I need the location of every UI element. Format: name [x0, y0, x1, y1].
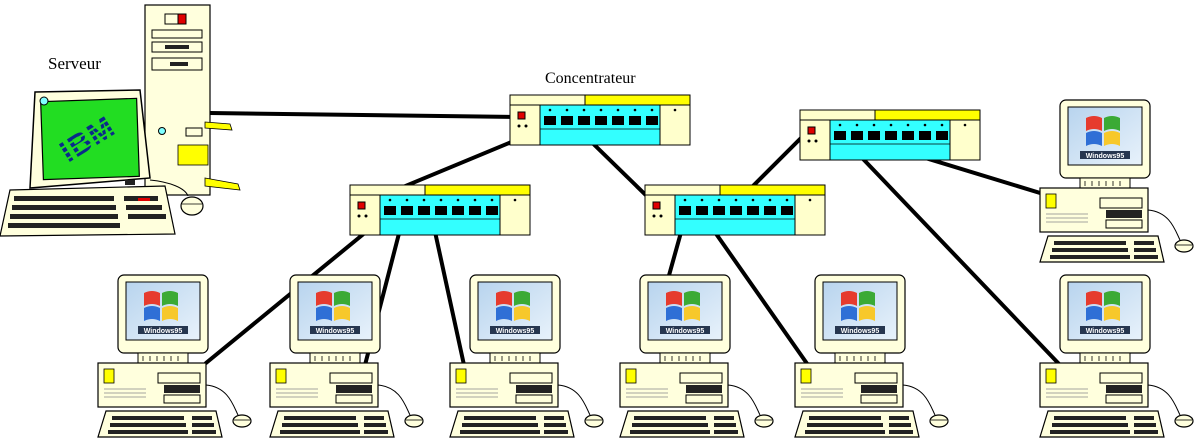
workstation-1: [97, 274, 252, 438]
server-mouse-icon: [149, 179, 204, 216]
cable-hubright-ws6: [841, 136, 1062, 367]
hub-label: Concentrateur: [545, 70, 636, 87]
hub-middle: [644, 184, 826, 236]
server: IBM: [0, 4, 241, 237]
workstation-2: [269, 274, 424, 438]
workstation-5: [794, 274, 949, 438]
hub-right: [799, 109, 981, 161]
cable-server-hub: [208, 111, 520, 119]
workstation-3: [449, 274, 604, 438]
cable-hubmiddle-ws5: [703, 216, 810, 367]
workstation-6: [1039, 274, 1194, 438]
main-hub: [509, 94, 691, 146]
server-keyboard-icon: [0, 185, 176, 237]
workstation-4: [619, 274, 774, 438]
ibm-monitor-icon: IBM: [29, 89, 151, 189]
workstation-7: [1039, 99, 1194, 263]
server-tower-icon: [144, 4, 241, 196]
hub-left: [349, 184, 531, 236]
server-label: Serveur: [48, 54, 101, 73]
cable-hubleft-ws3: [430, 216, 466, 367]
